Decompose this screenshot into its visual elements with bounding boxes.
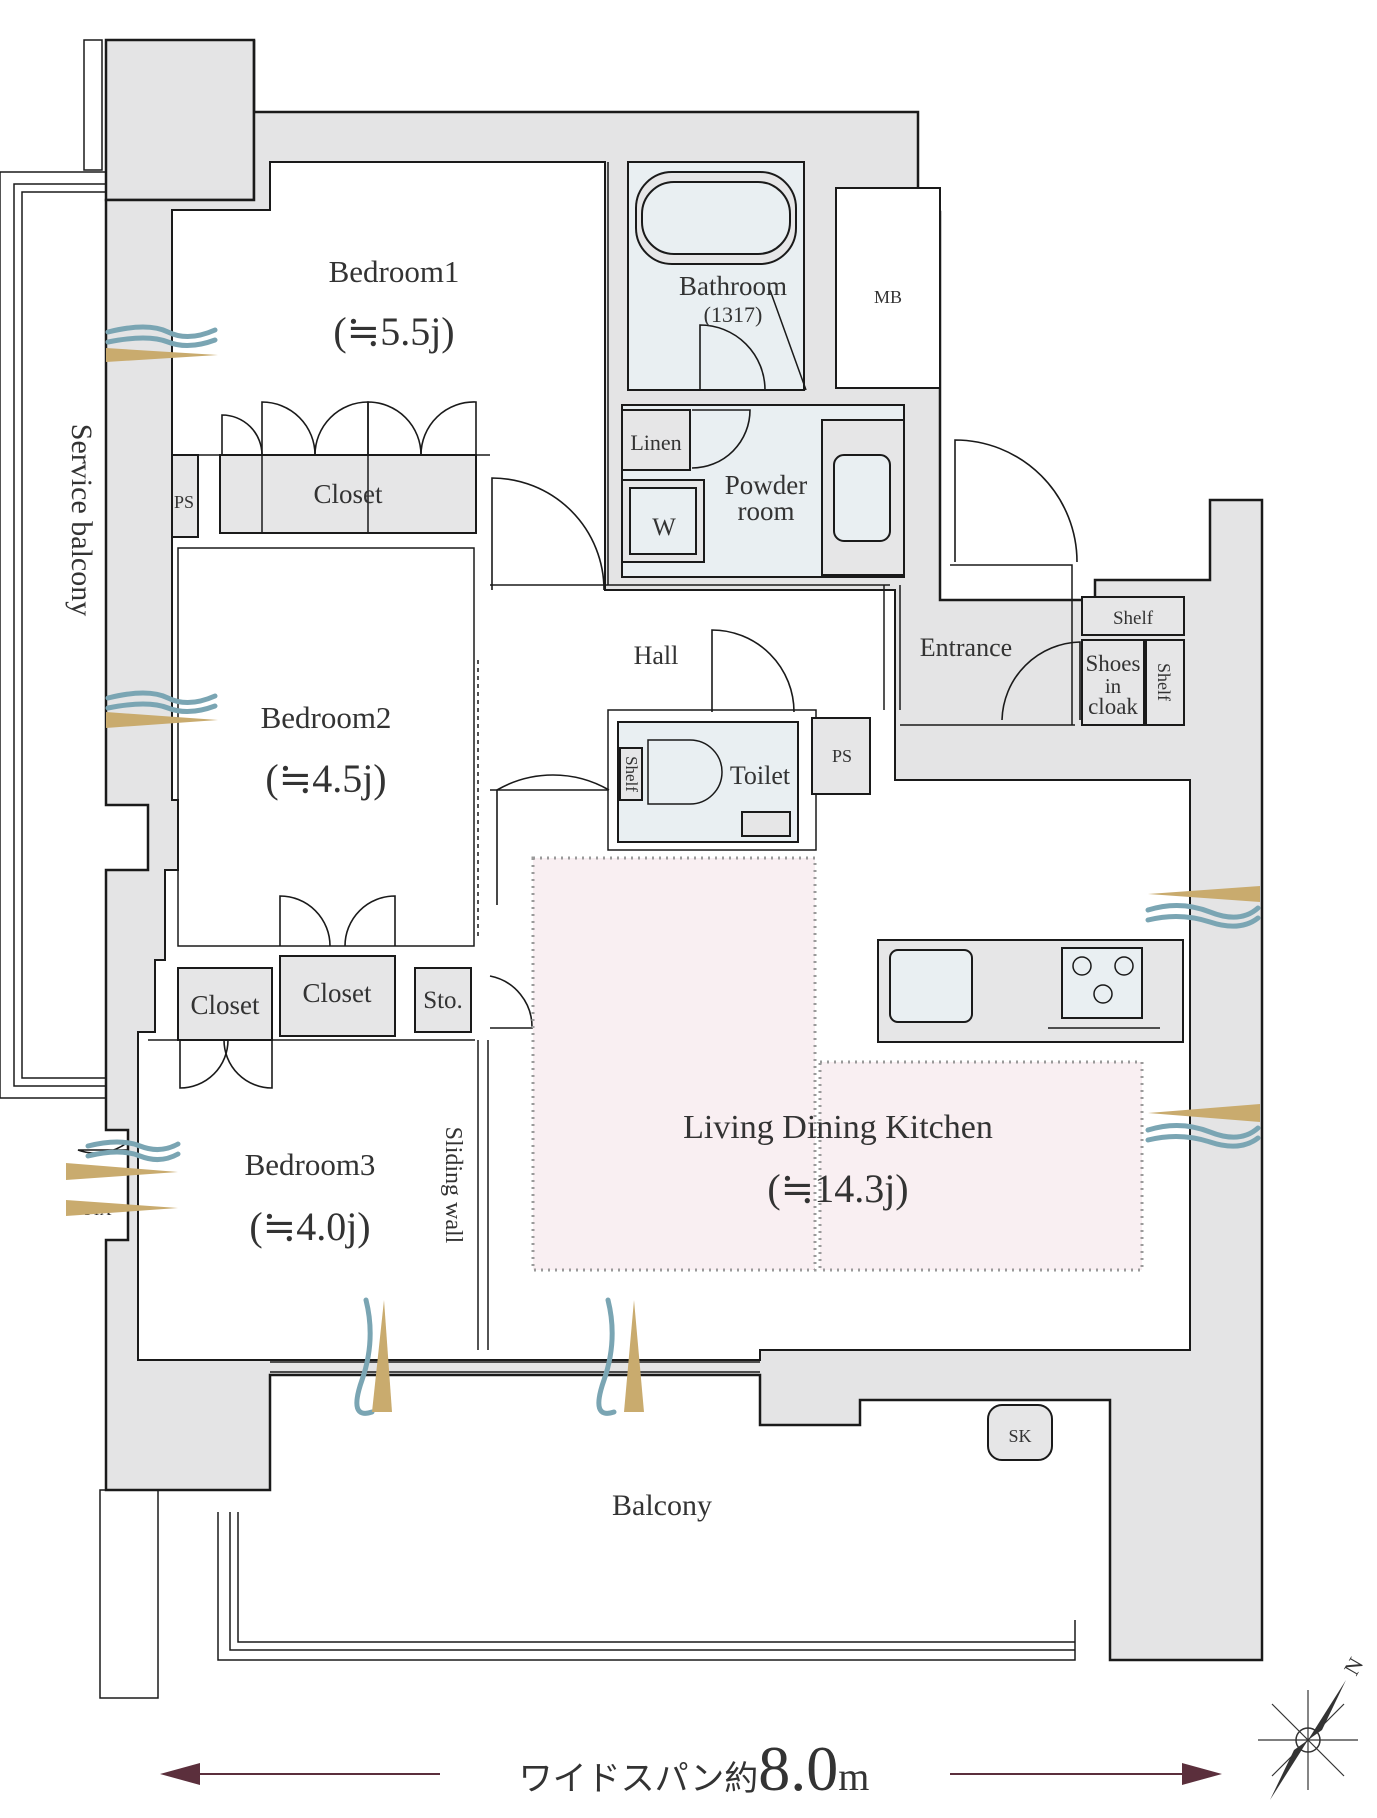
hall: Hall: [634, 629, 795, 713]
bedroom3: Bedroom3 (≒4.0j) Sliding wall FIX: [77, 1127, 466, 1249]
toilet-shelf: [619, 747, 643, 801]
breeze-ldk-upper: [1145, 886, 1261, 929]
toilet-shelf-label: Shelf: [622, 756, 641, 792]
span-indicator: ワイドスパン約8.0m: [160, 1733, 1222, 1804]
toilet-tank: [741, 811, 791, 837]
shelf-top: [1081, 596, 1185, 636]
ps-top-label: PS: [174, 492, 194, 512]
breeze-ldk-balcony: [596, 1297, 644, 1416]
bedroom1-name: Bedroom1: [329, 254, 460, 289]
sk-label: SK: [1008, 1426, 1031, 1446]
storage-label: Sto.: [423, 987, 463, 1014]
bathroom-name: Bathroom: [679, 271, 787, 301]
hall-label: Hall: [634, 641, 679, 670]
powder-room-line1: Powder: [725, 470, 808, 500]
entrance-label: Entrance: [920, 633, 1012, 662]
mb-label: MB: [874, 287, 902, 307]
closet-bedroom1-label: Closet: [313, 479, 383, 509]
breeze-bedroom2: [105, 690, 218, 728]
span-unit: m: [838, 1754, 869, 1799]
stove: [1048, 947, 1160, 1029]
ps-mid: [811, 717, 871, 795]
toilet-label: Toilet: [730, 761, 791, 790]
sk-sink: [987, 1404, 1053, 1461]
ldk-size: (≒14.3j): [767, 1166, 908, 1211]
service-balcony: Service balcony: [0, 39, 106, 1099]
bedroom3-name: Bedroom3: [245, 1147, 376, 1182]
breeze-bedroom3-balcony: [354, 1297, 392, 1416]
bedroom1: Bedroom1 (≒5.5j) Closet PS: [171, 254, 605, 591]
powder-room: Linen W Powder room: [621, 404, 905, 578]
powder-room-line2: room: [738, 496, 795, 526]
toilet: Shelf Toilet PS: [617, 717, 871, 843]
living-dining-kitchen: Living Dining Kitchen (≒14.3j): [531, 856, 1184, 1272]
span-label: ワイドスパン約8.0m: [519, 1733, 870, 1804]
bedroom2-size: (≒4.5j): [265, 756, 386, 801]
shelf-side-label: Shelf: [1154, 663, 1174, 701]
mid-closets: Closet Closet Sto.: [177, 955, 533, 1089]
breeze-bedroom3: [66, 1139, 181, 1216]
bedroom1-size: (≒5.5j): [333, 309, 454, 354]
entrance: Entrance Shelf Shoes in cloak Shelf: [920, 439, 1185, 726]
shoes-label: Shoes: [1086, 651, 1141, 676]
ps-mid-label: PS: [832, 746, 852, 766]
bedroom3-size: (≒4.0j): [249, 1204, 370, 1249]
closet-bedroom3: [177, 967, 273, 1041]
breeze-bedroom1: [105, 324, 218, 362]
bathroom: Bathroom (1317): [627, 161, 807, 391]
balcony: Balcony SK: [99, 1404, 1076, 1699]
dining-zone: [818, 1060, 1144, 1272]
washer-label: W: [652, 514, 676, 541]
linen-cabinet: [621, 409, 691, 471]
shoes-in-cloak: [1081, 639, 1145, 726]
bedroom2: Bedroom2 (≒4.5j): [261, 660, 610, 947]
closet-bedroom2: [279, 955, 396, 1037]
ps-top: [171, 454, 199, 538]
balcony-label: Balcony: [612, 1489, 712, 1522]
cloak-label: cloak: [1088, 694, 1138, 719]
in-label: in: [1105, 674, 1122, 698]
compass-icon: N: [1258, 1653, 1368, 1800]
service-balcony-label: Service balcony: [65, 424, 98, 616]
closet-bedroom3-label: Closet: [190, 990, 260, 1020]
shelf-top-label: Shelf: [1113, 608, 1154, 629]
mb-closet: MB: [835, 187, 941, 389]
kitchen-sink: [889, 949, 973, 1023]
storage: [414, 967, 472, 1033]
bedroom2-name: Bedroom2: [261, 700, 392, 735]
compass-north: N: [1339, 1653, 1369, 1679]
ldk-name: Living Dining Kitchen: [683, 1109, 993, 1146]
breeze-ldk-lower: [1145, 1104, 1261, 1149]
span-value: 8.0: [758, 1733, 838, 1804]
closet-bedroom2-label: Closet: [302, 978, 372, 1008]
linen-label: Linen: [630, 430, 681, 455]
living-zone: [531, 856, 817, 1272]
sliding-wall-label: Sliding wall: [440, 1127, 466, 1244]
shelf-side: [1145, 639, 1185, 726]
span-label-text: ワイドスパン約: [519, 1760, 759, 1798]
breeze-indicators: [66, 324, 1261, 1416]
bathroom-size: (1317): [704, 302, 763, 327]
